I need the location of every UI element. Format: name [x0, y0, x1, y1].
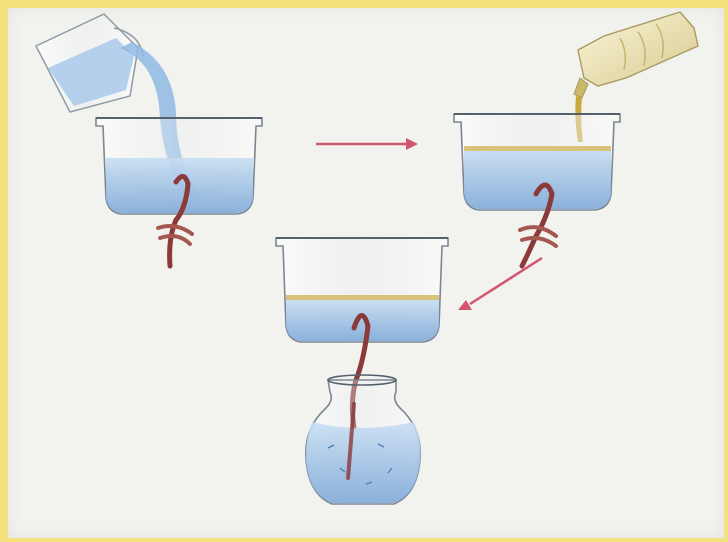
oil-water-separation-illustration	[8, 8, 724, 538]
arrow-down-left-icon	[458, 258, 542, 310]
bowl-1	[96, 118, 262, 214]
collecting-jar-icon	[306, 375, 421, 504]
arrow-right-icon	[316, 138, 418, 150]
bowl-3	[276, 238, 448, 342]
